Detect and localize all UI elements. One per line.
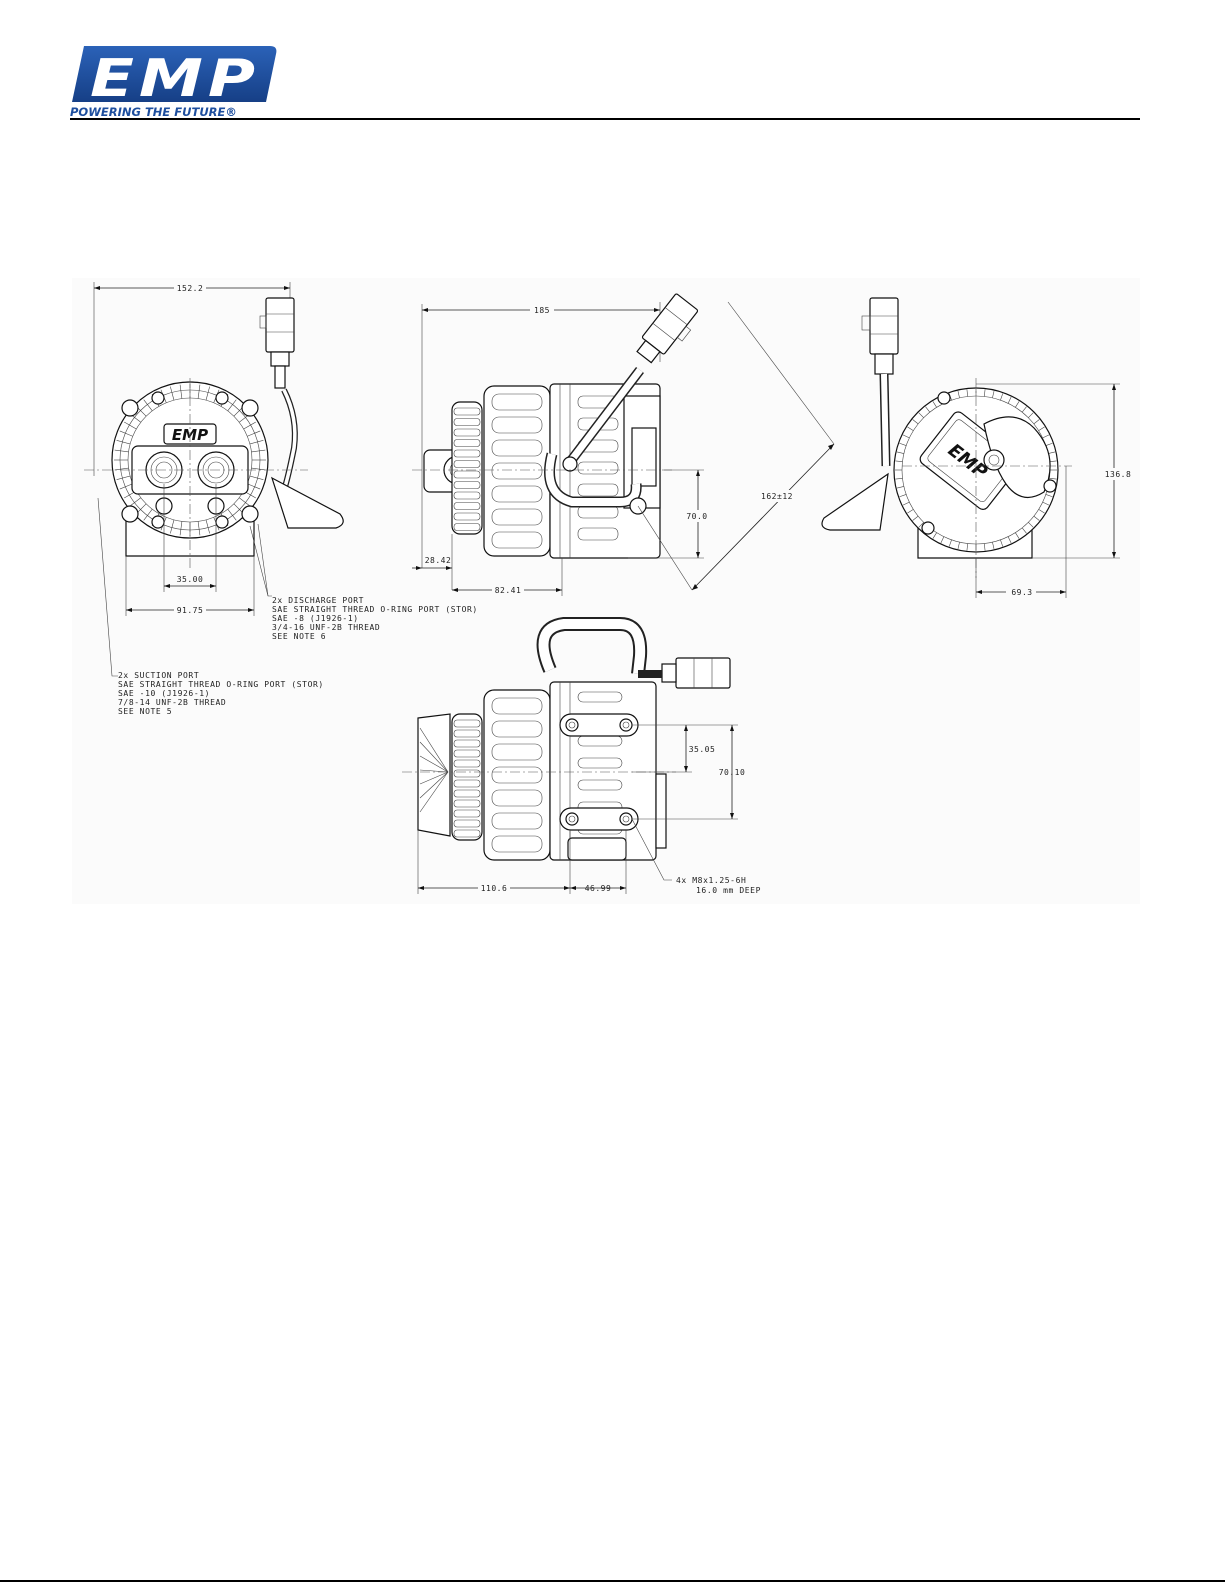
dim-rear-height: 136.8 bbox=[1105, 470, 1132, 479]
suction-port-note: 2x SUCTION PORT SAE STRAIGHT THREAD O-RI… bbox=[118, 671, 324, 716]
discharge-note-line-1: 2x DISCHARGE PORT bbox=[272, 596, 364, 605]
discharge-note-line-2: SAE STRAIGHT THREAD O-RING PORT (STOR) bbox=[272, 605, 478, 614]
footer-divider bbox=[0, 1580, 1225, 1582]
discharge-note-line-5: SEE NOTE 6 bbox=[272, 632, 326, 641]
logo-letters: EMP bbox=[90, 49, 260, 109]
dim-side-offset: 82.41 bbox=[495, 586, 522, 595]
suction-note-line-5: SEE NOTE 5 bbox=[118, 707, 172, 716]
dim-port-spacing: 35.00 bbox=[177, 575, 204, 584]
emp-logo: EMP POWERING THE FUTURE® bbox=[70, 46, 277, 119]
dim-hole-b: 70.10 bbox=[719, 768, 746, 777]
front-view: 152.2 bbox=[84, 282, 344, 677]
suction-note-line-4: 7/8-14 UNF-2B THREAD bbox=[118, 698, 226, 707]
bottom-view: 35.05 70.10 110.6 46.99 4x M8x1.25-6H 16… bbox=[402, 617, 761, 895]
logo-tagline: POWERING THE FUTURE® bbox=[70, 105, 237, 119]
suction-note-line-2: SAE STRAIGHT THREAD O-RING PORT (STOR) bbox=[118, 680, 324, 689]
suction-note-line-1: 2x SUCTION PORT bbox=[118, 671, 199, 680]
dim-hole-a: 35.05 bbox=[689, 745, 716, 754]
rear-view: EMP 136.8 69.3 bbox=[821, 297, 1136, 598]
dim-front-width: 152.2 bbox=[177, 284, 204, 293]
dim-hole-x: 46.99 bbox=[585, 884, 612, 893]
technical-drawing: 152.2 bbox=[72, 278, 1140, 904]
dim-side-height: 70.0 bbox=[686, 512, 707, 521]
discharge-note-line-3: SAE -8 (J1926-1) bbox=[272, 614, 359, 623]
dim-base-width: 91.75 bbox=[177, 606, 204, 615]
dim-side-front: 28.42 bbox=[425, 556, 452, 565]
discharge-note-line-4: 3/4-16 UNF-2B THREAD bbox=[272, 623, 380, 632]
discharge-port-note: 2x DISCHARGE PORT SAE STRAIGHT THREAD O-… bbox=[272, 596, 478, 641]
dim-bottom-rear: 110.6 bbox=[481, 884, 508, 893]
dim-side-diagonal: 162±12 bbox=[761, 492, 793, 501]
header-divider bbox=[70, 118, 1140, 120]
dim-side-length: 185 bbox=[534, 306, 550, 315]
dim-rear-offset: 69.3 bbox=[1011, 588, 1032, 597]
side-view: 185 bbox=[412, 293, 835, 596]
mount-note-line-2: 16.0 mm DEEP bbox=[696, 886, 761, 895]
suction-note-line-3: SAE -10 (J1926-1) bbox=[118, 689, 210, 698]
mount-note-line-1: 4x M8x1.25-6H bbox=[676, 876, 746, 885]
